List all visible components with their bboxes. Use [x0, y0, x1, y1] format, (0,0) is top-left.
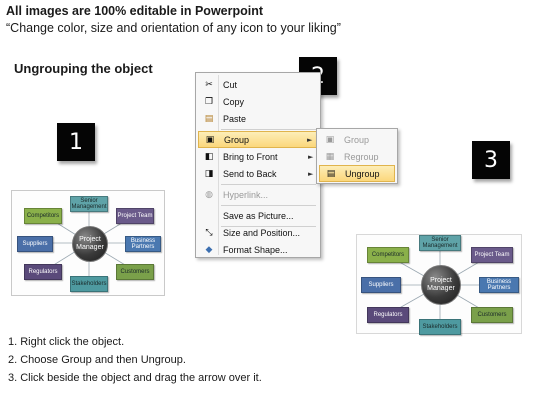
- node-regulators[interactable]: Regulators: [367, 307, 409, 323]
- node-customers: Customers: [116, 264, 154, 280]
- section-title: Ungrouping the object: [14, 61, 153, 76]
- node-stakeholders[interactable]: Stakeholders: [419, 319, 461, 335]
- menu-separator: [221, 205, 316, 206]
- menu-item-cut[interactable]: ✂ Cut: [198, 76, 318, 93]
- size-position-icon: ⤡: [205, 227, 213, 238]
- chevron-right-icon: ►: [308, 169, 314, 178]
- menu-item-label: Hyperlink...: [223, 189, 269, 200]
- hyperlink-icon: ◍: [205, 189, 213, 200]
- node-suppliers: Suppliers: [17, 236, 53, 252]
- header-title: All images are 100% editable in Powerpoi…: [6, 4, 264, 18]
- node-regulators: Regulators: [24, 264, 62, 280]
- menu-item-label: Format Shape...: [223, 244, 288, 255]
- submenu-item-regroup[interactable]: ▦ Regroup: [319, 148, 395, 165]
- menu-item-hyperlink[interactable]: ◍ Hyperlink...: [198, 186, 318, 203]
- menu-item-label: Ungroup: [345, 168, 380, 179]
- send-back-icon: ◨: [204, 168, 214, 179]
- node-project-team[interactable]: Project Team: [471, 247, 513, 263]
- group-icon: ▣: [325, 134, 335, 145]
- step-badge-3: 3: [472, 141, 510, 179]
- menu-item-label: Group: [344, 134, 370, 145]
- chevron-right-icon: ►: [307, 135, 313, 144]
- menu-separator: [221, 129, 316, 130]
- menu-item-bring-to-front[interactable]: ◧ Bring to Front ►: [198, 148, 318, 165]
- node-business-partners[interactable]: Business Partners: [479, 277, 519, 293]
- instruction-steps: 1. Right click the object. 2. Choose Gro…: [8, 333, 262, 387]
- node-competitors: Competitors: [24, 208, 62, 224]
- node-competitors[interactable]: Competitors: [367, 247, 409, 263]
- menu-item-label: Cut: [223, 79, 238, 90]
- menu-item-send-to-back[interactable]: ◨ Send to Back ►: [198, 165, 318, 182]
- node-project-team: Project Team: [116, 208, 154, 224]
- copy-icon: ❐: [204, 96, 214, 107]
- menu-item-label: Copy: [223, 96, 245, 107]
- step-badge-1: 1: [57, 123, 95, 161]
- node-senior-management[interactable]: Senior Management: [419, 235, 461, 251]
- grouped-diagram[interactable]: Senior Management Project Team Business …: [11, 190, 165, 296]
- node-business-partners: Business Partners: [125, 236, 161, 252]
- step-1-text: 1. Right click the object.: [8, 336, 125, 348]
- menu-item-save-as-picture[interactable]: Save as Picture...: [198, 207, 318, 224]
- scissors-icon: ✂: [205, 79, 213, 90]
- format-shape-icon: ◆: [205, 244, 213, 255]
- menu-item-label: Paste: [223, 113, 247, 124]
- paste-icon: ▤: [204, 113, 214, 124]
- ungrouped-diagram[interactable]: Senior Management Project Team Business …: [356, 234, 522, 335]
- context-menu: ✂ Cut ❐ Copy ▤ Paste ▣ Group ► ◧ Bring t…: [195, 72, 321, 258]
- node-suppliers[interactable]: Suppliers: [361, 277, 401, 293]
- menu-item-group[interactable]: ▣ Group ►: [198, 131, 318, 148]
- menu-item-format-shape[interactable]: ◆ Format Shape...: [198, 241, 318, 258]
- node-customers[interactable]: Customers: [471, 307, 513, 323]
- ungroup-icon: ▤: [326, 168, 336, 179]
- menu-item-label: Save as Picture...: [223, 210, 294, 221]
- menu-item-label: Bring to Front: [223, 151, 278, 162]
- regroup-icon: ▦: [325, 151, 335, 162]
- menu-item-label: Group: [224, 134, 250, 145]
- menu-separator: [221, 184, 316, 185]
- node-project-manager[interactable]: Project Manager: [421, 265, 461, 305]
- menu-item-label: Send to Back: [223, 168, 277, 179]
- node-stakeholders: Stakeholders: [70, 276, 108, 292]
- menu-item-paste[interactable]: ▤ Paste: [198, 110, 318, 127]
- group-submenu: ▣ Group ▦ Regroup ▤ Ungroup: [316, 128, 398, 184]
- menu-item-label: Size and Position...: [223, 227, 301, 238]
- menu-item-copy[interactable]: ❐ Copy: [198, 93, 318, 110]
- submenu-item-group[interactable]: ▣ Group: [319, 131, 395, 148]
- group-icon: ▣: [205, 134, 215, 145]
- menu-item-size-and-position[interactable]: ⤡ Size and Position...: [198, 224, 318, 241]
- node-project-manager: Project Manager: [72, 226, 108, 262]
- header-subtitle: “Change color, size and orientation of a…: [6, 21, 341, 35]
- menu-item-label: Regroup: [344, 151, 379, 162]
- menu-separator: [221, 226, 316, 227]
- node-senior-management: Senior Management: [70, 196, 108, 212]
- bring-front-icon: ◧: [204, 151, 214, 162]
- submenu-item-ungroup[interactable]: ▤ Ungroup: [319, 165, 395, 182]
- step-2-text: 2. Choose Group and then Ungroup.: [8, 354, 186, 366]
- step-3-text: 3. Click beside the object and drag the …: [8, 372, 262, 384]
- chevron-right-icon: ►: [308, 152, 314, 161]
